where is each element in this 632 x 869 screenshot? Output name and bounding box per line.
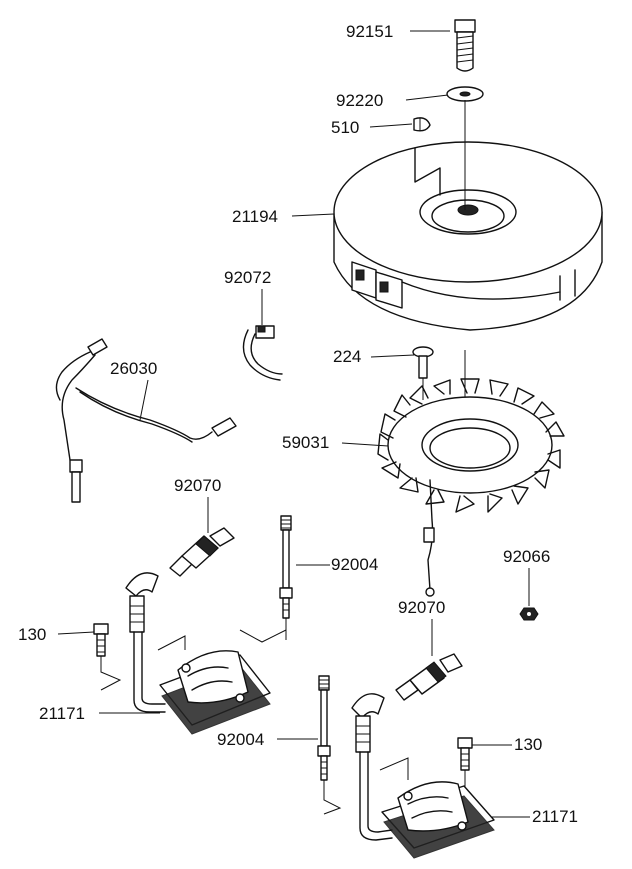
spark-plug-92070-upper xyxy=(169,527,235,577)
label-92072: 92072 xyxy=(224,268,271,287)
label-92070-upper: 92070 xyxy=(174,476,221,495)
label-92004-lower: 92004 xyxy=(217,730,264,749)
ignition-coil-21171-right xyxy=(351,693,495,859)
label-92070-lower: 92070 xyxy=(398,598,445,617)
label-92151: 92151 xyxy=(346,22,393,41)
leader-lines xyxy=(57,30,530,818)
label-92066: 92066 xyxy=(503,547,550,566)
lead-wire-26030 xyxy=(55,338,237,503)
washer-92220 xyxy=(446,86,484,102)
label-130-left: 130 xyxy=(18,625,46,644)
flywheel-21194 xyxy=(333,141,603,331)
label-21171-left: 21171 xyxy=(39,704,85,723)
label-21194: 21194 xyxy=(232,207,278,226)
stud-92004-lower xyxy=(317,675,342,815)
bolt-130-left xyxy=(93,623,122,691)
bolt-92151 xyxy=(454,19,476,72)
bolt-130-right xyxy=(457,737,473,800)
band-92072 xyxy=(242,325,283,381)
spark-plug-92070-lower xyxy=(395,653,463,701)
key-510 xyxy=(413,117,431,132)
label-59031: 59031 xyxy=(282,433,329,452)
stud-92004-upper xyxy=(279,515,293,640)
label-21171-right: 21171 xyxy=(532,807,578,826)
label-26030: 26030 xyxy=(110,359,157,378)
label-92220: 92220 xyxy=(336,91,383,110)
label-130-right: 130 xyxy=(514,735,542,754)
nut-92066 xyxy=(519,607,539,621)
screw-224 xyxy=(412,346,434,400)
label-92004-upper: 92004 xyxy=(331,555,378,574)
ignition-coil-21171-left xyxy=(125,572,287,735)
stator-59031 xyxy=(377,378,565,597)
label-510: 510 xyxy=(331,118,359,137)
label-224: 224 xyxy=(333,347,361,366)
